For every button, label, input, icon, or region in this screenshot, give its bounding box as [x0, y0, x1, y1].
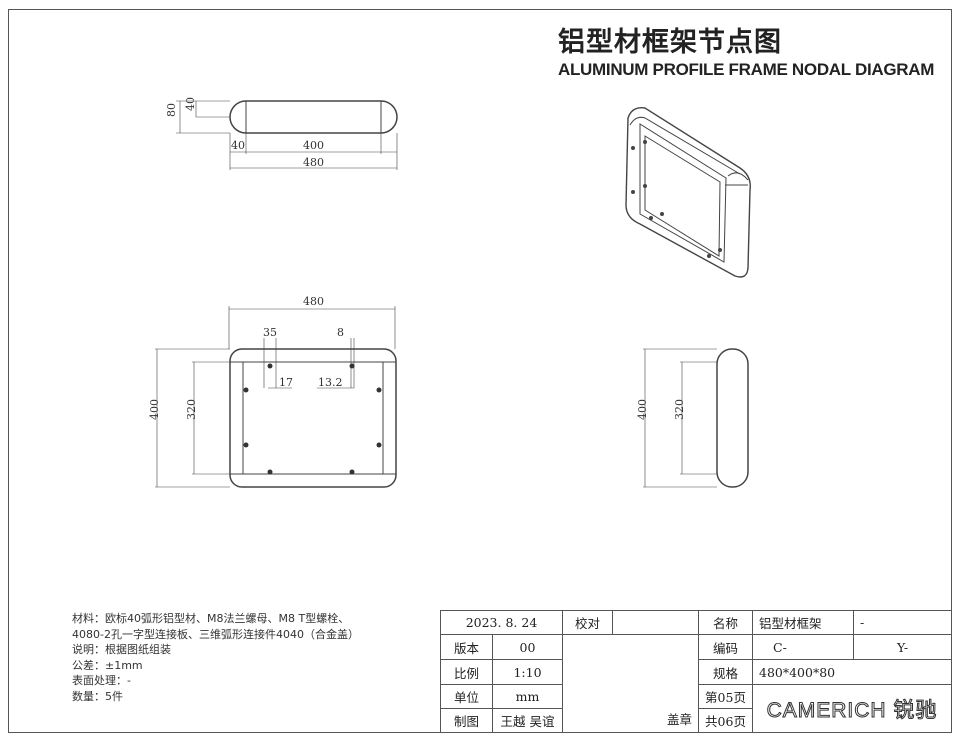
- dim-40-left: 40: [231, 139, 245, 152]
- code-label: 编码: [699, 635, 753, 660]
- isometric-bolts: [631, 140, 722, 258]
- side-view: 400 320: [636, 348, 749, 488]
- drawn-by: 王越 吴谊: [493, 709, 563, 732]
- dim-17: 17: [279, 376, 293, 389]
- dim-320-front: 320: [185, 399, 198, 420]
- note-surface: 表面处理：-: [72, 674, 131, 687]
- title-chinese: 铝型材框架节点图: [558, 27, 782, 58]
- notes-block: 材料：欧标40弧形铝型材、M8法兰螺母、M8 T型螺栓、 4080-2孔一字型连…: [72, 611, 359, 704]
- version-value: 00: [493, 635, 563, 660]
- dim-400-side: 400: [636, 399, 649, 420]
- isometric-view: [625, 107, 751, 278]
- top-view: 80 40 40 400 480: [165, 97, 398, 170]
- stamp-label: 盖章: [666, 712, 692, 727]
- scale-label: 比例: [441, 660, 493, 685]
- dim-13-2: 13.2: [318, 376, 343, 389]
- scale-value: 1:10: [493, 660, 563, 685]
- stamp-area: 盖章: [563, 635, 699, 732]
- note-material-cont: 4080-2孔一字型连接板、三维弧形连接件4040（合金盖）: [72, 627, 359, 641]
- dim-400: 400: [303, 139, 324, 152]
- company-logo: CAMERICH 锐驰: [753, 685, 951, 732]
- page-number: 第05页: [699, 685, 753, 709]
- version-label: 版本: [441, 635, 493, 660]
- dim-8: 8: [337, 326, 344, 339]
- code-c: C-: [753, 635, 854, 660]
- check-value: [613, 611, 699, 635]
- spec-value: 480*400*80: [753, 660, 951, 685]
- front-view: 480 35 8 17 13.2 400 320: [148, 295, 397, 488]
- note-description: 说明：根据图纸组装: [72, 643, 171, 656]
- dim-320-side: 320: [673, 399, 686, 420]
- unit-label: 单位: [441, 685, 493, 709]
- note-quantity: 数量：5件: [72, 689, 123, 703]
- title-english: ALUMINUM PROFILE FRAME NODAL DIAGRAM: [558, 60, 935, 79]
- dim-35: 35: [263, 326, 277, 339]
- dim-480: 480: [303, 156, 324, 169]
- spec-label: 规格: [699, 660, 753, 685]
- dim-480-front: 480: [303, 295, 324, 308]
- title-block: 2023. 8. 24 校对 版本 00 比例 1:10 单位 mm 制图 王越…: [440, 610, 952, 733]
- name-label: 名称: [699, 611, 753, 635]
- total-pages: 共06页: [699, 709, 753, 732]
- logo-text: CAMERICH 锐驰: [766, 698, 938, 722]
- bolt-markers: [243, 363, 382, 475]
- code-y: Y-: [854, 635, 951, 660]
- check-label: 校对: [563, 611, 613, 635]
- name-extra: -: [854, 611, 951, 635]
- name-value: 铝型材框架: [753, 611, 854, 635]
- date: 2023. 8. 24: [441, 611, 563, 635]
- dim-400-front: 400: [148, 399, 161, 420]
- note-material: 材料：欧标40弧形铝型材、M8法兰螺母、M8 T型螺栓、: [72, 612, 350, 625]
- dim-40-vertical: 40: [184, 97, 197, 111]
- drawn-label: 制图: [441, 709, 493, 732]
- unit-value: mm: [493, 685, 563, 709]
- note-tolerance: 公差：±1mm: [72, 658, 143, 672]
- dim-80: 80: [165, 103, 178, 117]
